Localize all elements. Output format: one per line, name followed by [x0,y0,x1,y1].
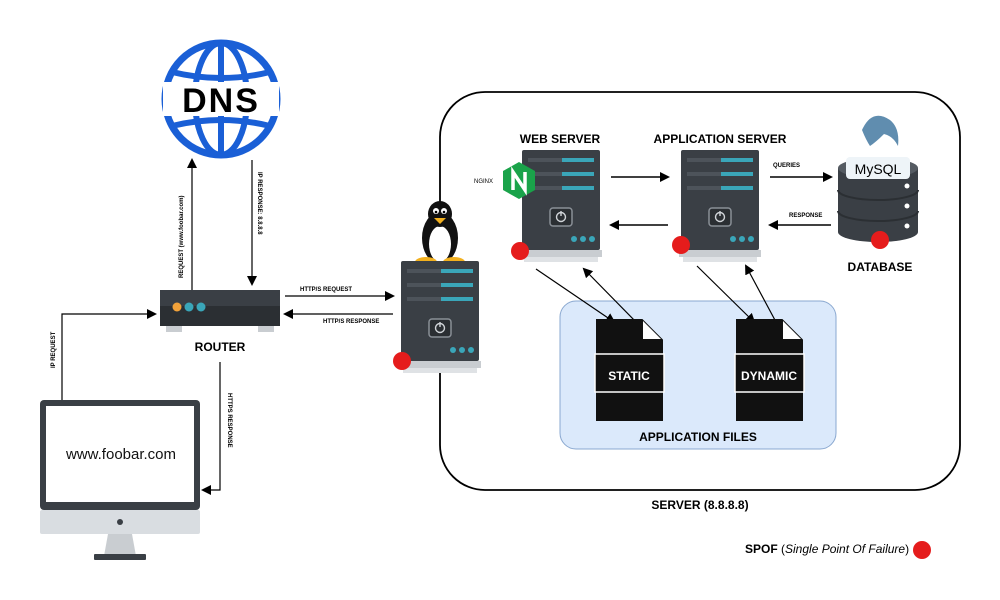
queries-label: QUERIES [773,163,800,169]
web-server-title: WEB SERVER [520,132,601,146]
spof-legend-dot [913,541,932,559]
http-request-label: HTTP/S REQUEST [300,287,352,293]
spof-marker-linux [393,352,411,370]
computer-monitor-icon [40,400,200,560]
app-files-label: APPLICATION FILES [639,430,757,444]
spof-abbrev: SPOF [745,542,778,557]
spof-description: Single Point Of Failure [785,542,906,557]
dns-globe-icon: DNS [161,39,281,159]
spof-marker-web [511,242,529,260]
https-response-label: HTTPS RESPONSE [226,393,232,448]
ip-request-label: IP REQUEST [51,331,57,368]
http-response-label: HTTP/S RESPONSE [323,319,379,325]
static-file-label: STATIC [608,369,650,383]
request-label: REQUEST (www.foobar.com) [179,196,185,278]
response-label: RESPONSE [789,213,822,219]
server-label: SERVER (8.8.8.8) [651,498,748,512]
spof-marker-db [871,231,889,249]
linux-server-icon [398,260,482,374]
web-server-icon [519,149,603,263]
dns-text: DNS [182,82,260,120]
router-icon [160,290,280,332]
app-server-icon [678,149,762,263]
dynamic-file-label: DYNAMIC [741,369,797,383]
database-label: DATABASE [848,260,913,274]
ip-response-label: IP RESPONSE: 8.8.8.8 [256,172,262,235]
nginx-label: NGINX [474,179,493,185]
spof-marker-app [672,236,690,254]
nginx-logo-icon [503,162,535,199]
browser-url-text: www.foobar.com [65,446,177,463]
router-label: ROUTER [195,340,246,354]
spof-legend: SPOF (Single Point Of Failure) [745,541,932,559]
mysql-text: MySQL [855,161,902,177]
mysql-logo-icon: MySQL [846,115,910,179]
app-server-title: APPLICATION SERVER [654,132,787,146]
